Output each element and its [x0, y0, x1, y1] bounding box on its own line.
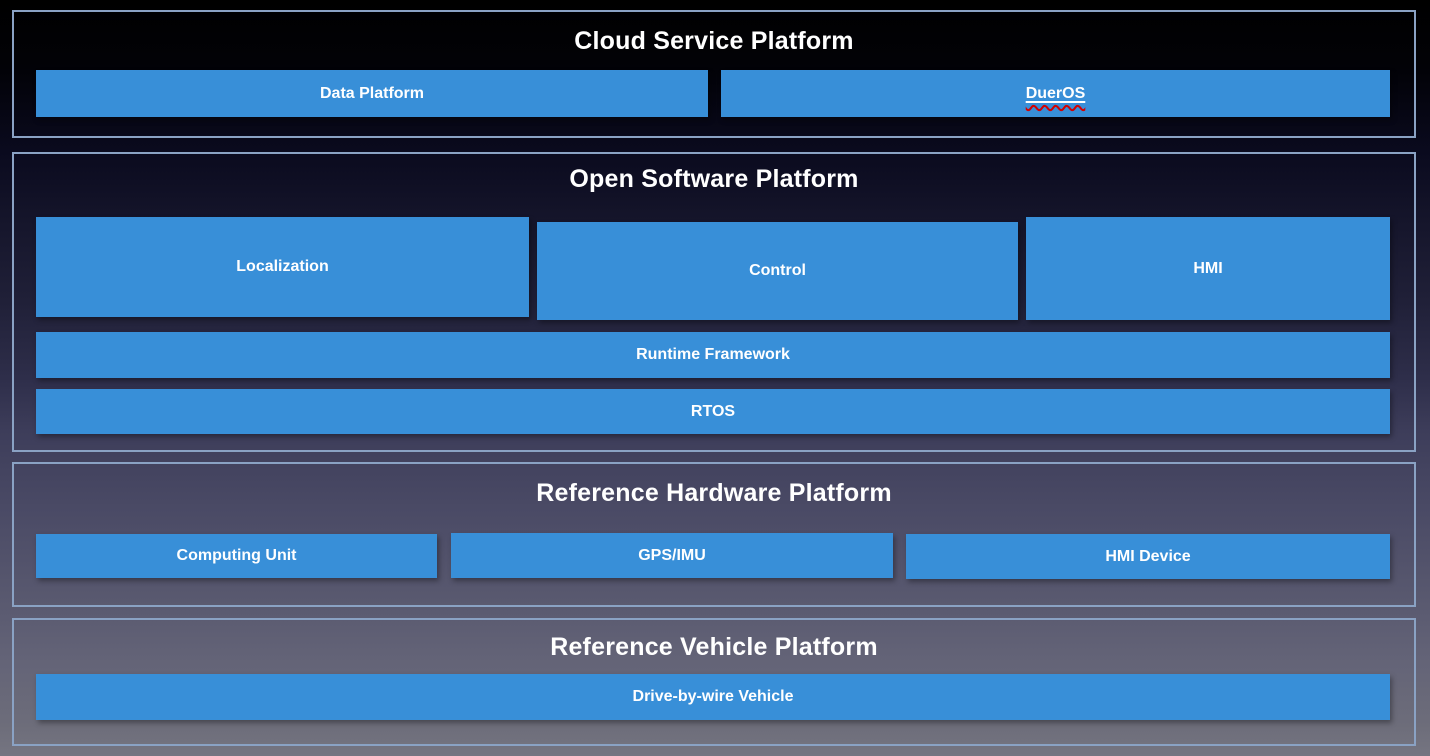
block-label: Data Platform — [319, 84, 425, 102]
block-data-platform: Data Platform — [36, 70, 708, 117]
block-hmi-device: HMI Device — [906, 534, 1390, 579]
block-label: GPS/IMU — [638, 546, 706, 564]
section-title-reference-hardware-platform: Reference Hardware Platform — [536, 479, 892, 507]
block-label: HMI Device — [1105, 547, 1191, 565]
block-label: Drive-by-wire Vehicle — [632, 688, 794, 705]
section-cloud-service-platform: Cloud Service Platform Data Platform Due… — [12, 10, 1416, 138]
block-label: HMI — [1193, 259, 1223, 277]
block-localization: Localization — [36, 217, 529, 317]
section-reference-hardware-platform: Reference Hardware Platform Computing Un… — [12, 462, 1416, 607]
block-label: Runtime Framework — [636, 346, 790, 363]
section-title-reference-vehicle-platform: Reference Vehicle Platform — [550, 633, 878, 661]
block-runtime-framework: Runtime Framework — [36, 332, 1390, 378]
block-label: Control — [749, 262, 806, 279]
section-open-software-platform: Open Software Platform Localization Cont… — [12, 152, 1416, 452]
block-gps-imu: GPS/IMU — [451, 533, 893, 578]
block-rtos: RTOS — [36, 389, 1390, 434]
section-reference-vehicle-platform: Reference Vehicle Platform Drive-by-wire… — [12, 618, 1416, 746]
block-label: Localization — [236, 258, 329, 275]
block-computing-unit: Computing Unit — [36, 534, 437, 578]
block-label: Computing Unit — [176, 547, 297, 564]
block-control: Control — [537, 222, 1018, 320]
spellcheck-squiggle: DuerOS — [1026, 85, 1086, 103]
section-title-open-software-platform: Open Software Platform — [569, 165, 859, 193]
block-dueros: DuerOS — [721, 70, 1390, 117]
block-drive-by-wire-vehicle: Drive-by-wire Vehicle — [36, 674, 1390, 720]
block-hmi: HMI — [1026, 217, 1390, 320]
block-label: DuerOS — [1025, 84, 1086, 102]
section-title-cloud-service-platform: Cloud Service Platform — [574, 27, 854, 55]
block-label: RTOS — [690, 402, 736, 420]
